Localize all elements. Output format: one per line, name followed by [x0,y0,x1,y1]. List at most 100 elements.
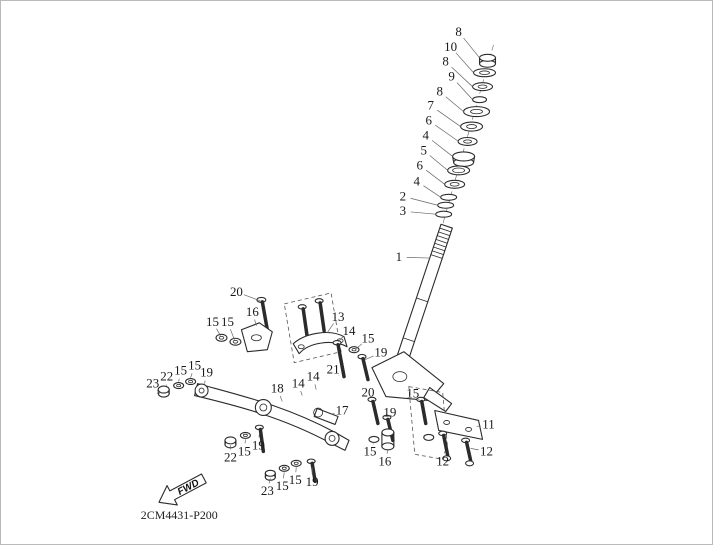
callout-6: 6 [417,157,424,172]
leader-line [230,329,235,340]
leader-line [425,169,445,185]
callout-15: 15 [238,443,251,458]
leader-line [243,294,261,302]
callout-19: 19 [383,404,396,419]
callout-15: 15 [289,472,302,487]
callout-15: 15 [221,314,234,329]
leader-line [429,155,448,171]
callout-14: 14 [307,369,320,384]
callout-18: 18 [271,381,284,396]
leader-line [423,185,441,198]
callout-22: 22 [160,369,173,384]
washer-stack [435,53,497,218]
callout-19: 19 [306,474,319,489]
leader-line [279,395,283,402]
leader-line [456,82,473,100]
leader-line [190,373,193,378]
leader-line [463,37,480,59]
leader-line [300,391,303,396]
leader-line [268,478,271,484]
leader-line [435,124,459,142]
leader-line [178,378,180,382]
callout-20: 20 [230,284,243,299]
lower-bracket [371,351,453,413]
callout-19: 19 [374,345,387,360]
callout-16: 16 [378,453,391,468]
callout-14: 14 [343,323,356,338]
callout-19: 19 [200,365,213,380]
callout-12: 12 [436,453,449,468]
right-bracket-group [368,409,484,467]
leader-line [364,355,374,360]
callout-8: 8 [436,84,442,99]
leader-line [355,343,363,349]
callout-19: 19 [252,437,265,452]
callout-4: 4 [414,173,421,188]
leader-line [470,448,479,451]
callout-15: 15 [361,331,374,346]
callout-23: 23 [146,376,159,391]
leader-line [157,389,161,394]
callout-2: 2 [400,188,406,203]
callout-14: 14 [292,376,305,391]
stack-axis-line [433,44,494,257]
callout-9: 9 [448,69,454,84]
steering-arm [194,383,350,451]
fwd-arrow: FWD [158,473,207,506]
leader-line [254,319,257,326]
callout-17: 17 [336,402,349,417]
upper-hardware-dashed-box [283,292,370,382]
leader-line [283,472,285,479]
leader-line [410,197,438,206]
link-17 [313,407,339,425]
callout-15: 15 [276,478,289,493]
callout-10: 10 [444,39,457,54]
spacer-16 [381,428,395,437]
leader-line [418,398,421,401]
callout-15: 15 [174,363,187,378]
leader-line [476,425,481,427]
leader-line [326,323,334,333]
callout-1: 1 [396,249,402,264]
callout-15: 15 [188,358,201,373]
callout-7: 7 [427,98,434,113]
callout-20: 20 [361,385,374,400]
leader-line [437,109,461,127]
leader-line [451,66,473,87]
callout-3: 3 [400,203,406,218]
leader-line [455,52,474,73]
leader-line [216,328,221,336]
leader-line [386,450,389,454]
part-code: 2CM4431-P200 [141,508,218,522]
callout-23: 23 [261,483,274,498]
leader-line [431,140,453,157]
callout-16: 16 [246,304,259,319]
callout-21: 21 [327,362,340,377]
right-hardware-dashed-box [408,386,450,461]
leader-line [410,211,436,215]
callout-8: 8 [442,54,448,69]
callout-6: 6 [425,113,432,128]
leader-line [330,412,335,415]
handlebar-crown [292,332,348,355]
callout-5: 5 [421,142,427,157]
callout-11: 11 [482,416,494,431]
leader-line [314,384,317,390]
callout-15: 15 [206,314,219,329]
callout-15: 15 [406,386,419,401]
callout-4: 4 [423,127,430,142]
leader-line [337,336,344,342]
leader-line [445,96,464,112]
callout-15: 15 [363,443,376,458]
leader-line [204,380,206,384]
callout-22: 22 [224,449,237,464]
bottom-hardware-group [224,424,317,483]
upper-left-bracket-group [215,296,273,353]
callout-13: 13 [332,309,345,324]
steering-arm-group [157,378,350,451]
callout-8: 8 [455,24,461,39]
fwd-label: FWD [176,478,201,498]
